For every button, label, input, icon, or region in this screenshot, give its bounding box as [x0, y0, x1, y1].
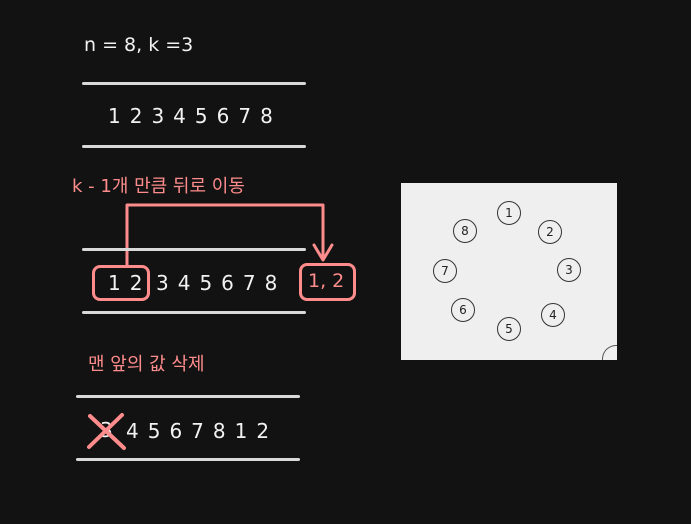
delete-instruction-label: 맨 앞의 값 삭제 — [88, 354, 205, 375]
delete-cross-icon — [87, 413, 126, 450]
circle-node-3: 3 — [557, 258, 581, 282]
divider-line — [76, 458, 300, 461]
move-instruction-label: k - 1개 만큼 뒤로 이동 — [72, 176, 245, 197]
sequence-boxed-part: 12 — [108, 271, 152, 295]
divider-line — [82, 248, 306, 251]
divider-line — [82, 311, 306, 314]
sequence-after-delete: 4567812 — [126, 419, 279, 443]
divider-line — [76, 395, 300, 398]
circle-node-4: 4 — [541, 303, 565, 327]
moved-elements-box — [92, 265, 150, 301]
moved-result-text: 1, 2 — [308, 270, 345, 292]
circle-node-1: 1 — [497, 201, 521, 225]
circle-node-2: 2 — [538, 220, 562, 244]
circle-diagram-panel: 1 2 3 4 5 6 7 8 — [401, 183, 617, 360]
circle-node-8: 8 — [453, 219, 477, 243]
moved-result-box — [299, 263, 356, 301]
circle-node-5: 5 — [497, 317, 521, 341]
divider-line — [82, 82, 306, 85]
params-label: n = 8, k =3 — [84, 34, 194, 56]
sequence-remaining-part: 345678 — [156, 271, 287, 295]
initial-sequence: 12345678 — [108, 104, 282, 128]
resize-corner-icon — [602, 345, 617, 360]
circle-node-7: 7 — [433, 259, 457, 283]
circle-node-6: 6 — [451, 298, 475, 322]
divider-line — [82, 145, 306, 148]
